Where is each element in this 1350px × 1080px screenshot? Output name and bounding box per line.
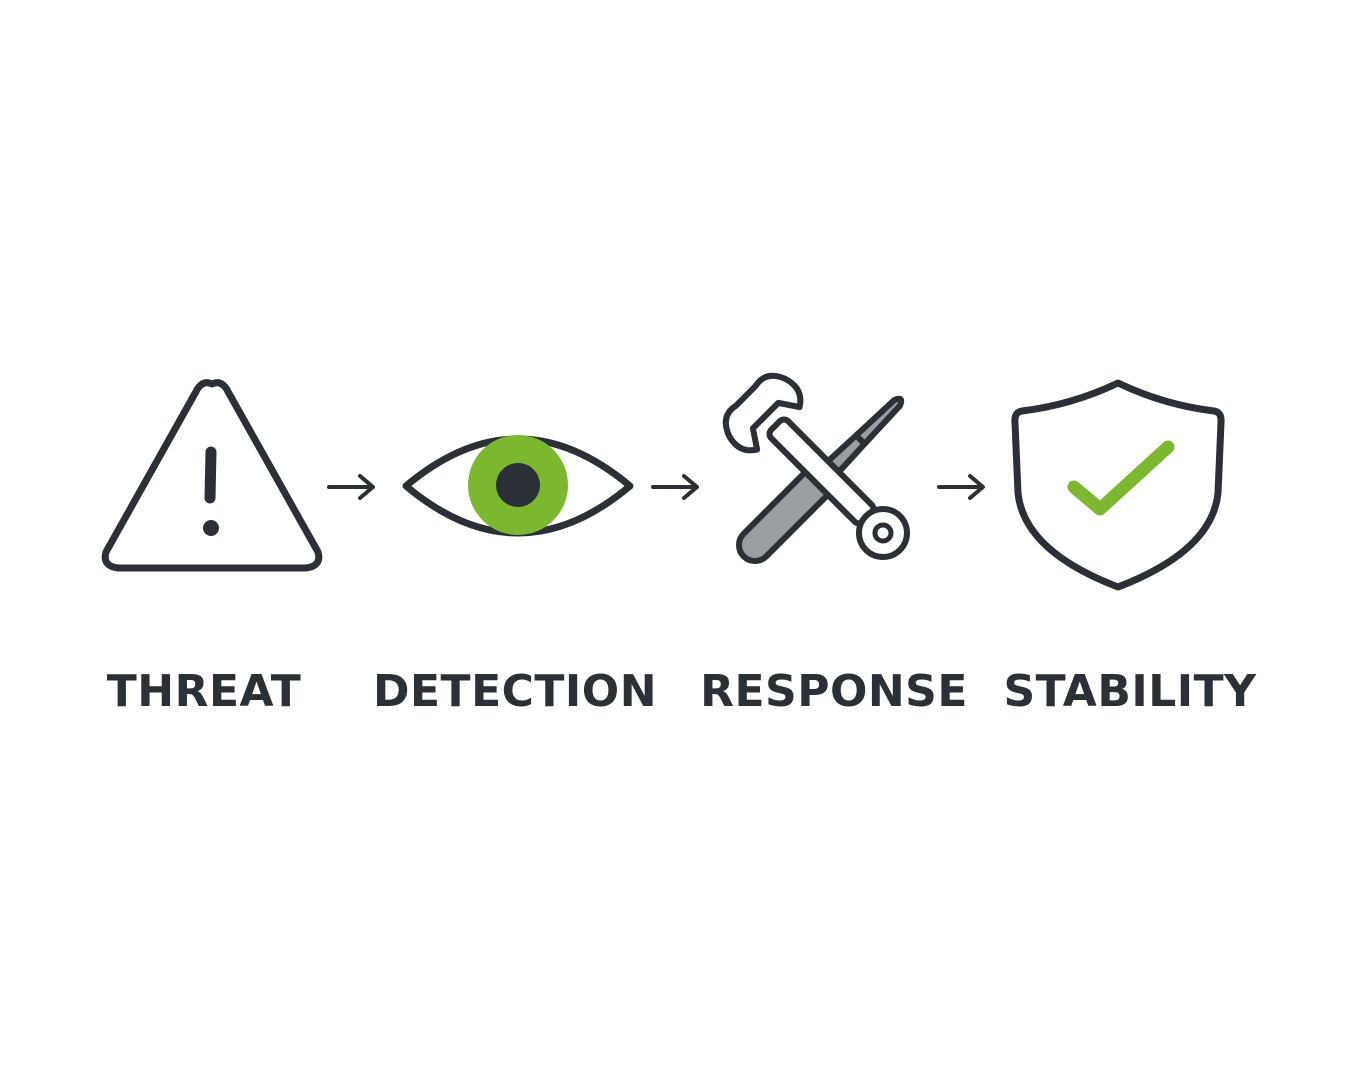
step-label-detection: DETECTION bbox=[372, 666, 658, 717]
arrow-right-icon bbox=[651, 474, 699, 500]
step-label-stability: STABILITY bbox=[1003, 666, 1257, 717]
wrench-screwdriver-icon bbox=[722, 372, 910, 565]
shield-check-icon bbox=[1011, 379, 1225, 591]
eye-icon bbox=[402, 435, 634, 537]
warning-triangle-icon bbox=[101, 379, 323, 572]
step-label-response: RESPONSE bbox=[700, 666, 968, 717]
step-label-threat: THREAT bbox=[106, 666, 302, 717]
arrow-right-icon bbox=[937, 474, 985, 500]
arrow-right-icon bbox=[327, 474, 375, 500]
